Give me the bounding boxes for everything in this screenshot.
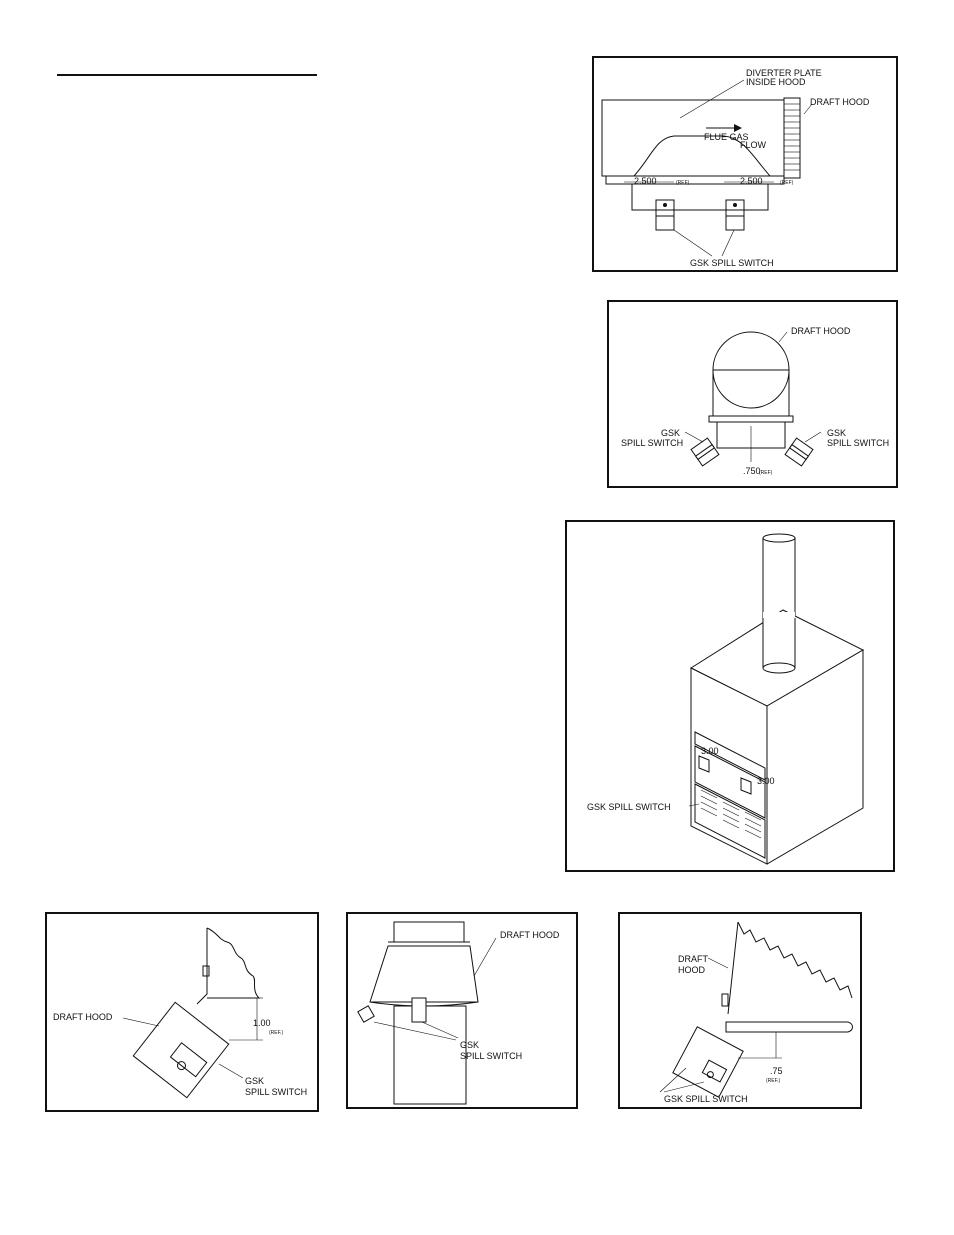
figure2-drawing: DRAFT HOOD GSK SPILL SWITCH GSK SPILL SW… (621, 326, 889, 476)
flue-gas-label-2: FLOW (740, 140, 767, 150)
draft-hood-label-1: DRAFT (678, 954, 708, 964)
switch-label-1: GSK (460, 1040, 479, 1050)
figure6-drawing: DRAFT HOOD .75 (REF.) GSK SPILL SWITCH (659, 921, 853, 1104)
figure3-drawing: 3.00 3.00 GSK SPILL SWITCH (587, 533, 865, 865)
dim-left: 3.00 (701, 746, 719, 756)
left-switch-label-1: GSK (661, 428, 680, 438)
switch-label-2: SPILL SWITCH (460, 1051, 522, 1061)
draft-hood-label: DRAFT HOOD (810, 97, 870, 107)
dim-value: .750 (743, 466, 761, 476)
figure-conical-draft-hood: DRAFT HOOD GSK SPILL SWITCH (346, 912, 578, 1109)
draft-hood-label-2: HOOD (678, 965, 706, 975)
switch-label-2: SPILL SWITCH (245, 1087, 307, 1097)
dim-left-ref: (REF) (676, 180, 690, 186)
figure-furnace-isometric: 3.00 3.00 GSK SPILL SWITCH (565, 520, 895, 872)
switch-label: GSK SPILL SWITCH (587, 802, 671, 812)
draft-hood-label: DRAFT HOOD (500, 930, 560, 940)
draft-hood-label: DRAFT HOOD (53, 1012, 113, 1022)
switch-label: GSK SPILL SWITCH (690, 258, 774, 268)
diverter-label-1: DIVERTER PLATE (746, 68, 822, 78)
figure1-drawing: DIVERTER PLATE INSIDE HOOD DRAFT HOOD FL… (601, 68, 870, 268)
dim-value: 1.00 (253, 1018, 271, 1028)
flue-gas-label-1: FLUE GAS (704, 132, 749, 142)
dim-right-ref: (REF) (780, 180, 794, 186)
diverter-label-2: INSIDE HOOD (746, 77, 806, 87)
dim-left: 2.500 (634, 176, 657, 186)
figure-side-detail-1: DRAFT HOOD 1.00 (REF.) GSK SPILL SWITCH (45, 912, 319, 1112)
dim-right: 3.00 (757, 776, 775, 786)
switch-label-1: GSK (245, 1076, 264, 1086)
figure-side-detail-2: DRAFT HOOD .75 (REF.) GSK SPILL SWITCH (618, 912, 862, 1109)
right-switch-label-1: GSK (827, 428, 846, 438)
heading-underline (57, 74, 317, 76)
left-switch-label-2: SPILL SWITCH (621, 438, 683, 448)
dim-right: 2.500 (740, 176, 763, 186)
draft-hood-label: DRAFT HOOD (791, 326, 851, 336)
switch-label: GSK SPILL SWITCH (664, 1094, 748, 1104)
dim-ref: (REF.) (766, 1078, 781, 1084)
figure-horizontal-draft-hood: DIVERTER PLATE INSIDE HOOD DRAFT HOOD FL… (592, 56, 898, 272)
figure5-drawing: DRAFT HOOD GSK SPILL SWITCH (357, 921, 560, 1105)
figure4-drawing: DRAFT HOOD 1.00 (REF.) GSK SPILL SWITCH (53, 927, 307, 1099)
dim-ref: (REF) (759, 470, 773, 476)
dim-ref: (REF.) (269, 1030, 284, 1036)
figure-front-draft-hood: DRAFT HOOD GSK SPILL SWITCH GSK SPILL SW… (607, 300, 898, 488)
right-switch-label-2: SPILL SWITCH (827, 438, 889, 448)
dim-value: .75 (770, 1066, 783, 1076)
